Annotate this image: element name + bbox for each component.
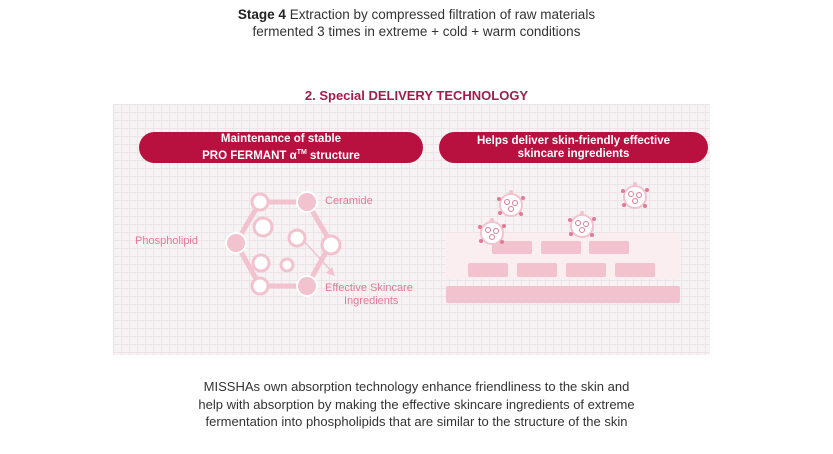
inner-circle xyxy=(281,259,293,271)
right-pill-line-2: skincare ingredients xyxy=(518,148,630,161)
skin-bottom-layer xyxy=(446,286,680,303)
section-title: 2. Special DELIVERY TECHNOLOGY xyxy=(0,88,833,103)
phospholipid-label: Phospholipid xyxy=(135,235,198,247)
effective-ingredients-label-line-1: Effective Skincare xyxy=(325,282,413,294)
ingredient-node xyxy=(297,276,317,296)
node-circle xyxy=(322,236,340,254)
right-pill-line-1: Helps deliver skin-friendly effective xyxy=(477,135,670,148)
ingredient-particle xyxy=(478,218,506,244)
description-line-3: fermentation into phospholipids that are… xyxy=(0,413,833,431)
stage-label: Stage 4 xyxy=(238,7,286,22)
left-pill-prefix: PRO FERMANT α xyxy=(202,149,297,161)
stage-line-1: Stage 4 Extraction by compressed filtrat… xyxy=(0,6,833,23)
stage-description: Stage 4 Extraction by compressed filtrat… xyxy=(0,6,833,40)
phospholipid-structure-diagram: Ceramide Phospholipid Effective Skincare… xyxy=(135,192,413,307)
left-pill-line-2: PRO FERMANT αTM structure xyxy=(202,146,360,163)
description-line-1: MISSHAs own absorption technology enhanc… xyxy=(0,378,833,396)
inner-circle xyxy=(254,218,272,236)
phospholipid-node xyxy=(226,233,246,253)
skin-layer-diagram xyxy=(446,182,680,303)
stable-structure-pill: Maintenance of stable PRO FERMANT αTM st… xyxy=(139,132,423,163)
stage-line-2: fermented 3 times in extreme + cold + wa… xyxy=(0,23,833,40)
inner-circle xyxy=(253,255,269,271)
ingredient-particle xyxy=(621,182,649,208)
skin-brick xyxy=(541,241,581,254)
stage-text: Extraction by compressed filtration of r… xyxy=(290,7,595,22)
arrow-head-icon xyxy=(326,267,335,276)
skin-delivery-pill: Helps deliver skin-friendly effective sk… xyxy=(439,132,708,163)
left-pill-line-1: Maintenance of stable xyxy=(221,133,341,146)
skin-brick xyxy=(615,263,655,277)
ceramide-node xyxy=(297,192,317,212)
effective-ingredients-label-line-2: Ingredients xyxy=(344,295,399,307)
description-line-2: help with absorption by making the effec… xyxy=(0,396,833,414)
ingredient-particle xyxy=(568,211,596,237)
skin-brick xyxy=(517,263,557,277)
skin-brick xyxy=(468,263,508,277)
node-circle xyxy=(252,194,268,210)
left-pill-suffix: structure xyxy=(307,149,360,161)
inner-circle xyxy=(289,230,305,246)
node-circle xyxy=(252,278,268,294)
skin-brick xyxy=(589,241,629,254)
trademark-mark: TM xyxy=(297,149,307,156)
skin-brick xyxy=(566,263,606,277)
ingredient-particle xyxy=(497,190,525,216)
ceramide-label: Ceramide xyxy=(325,195,373,207)
delivery-illustration: Ceramide Phospholipid Effective Skincare… xyxy=(113,165,710,355)
technology-description: MISSHAs own absorption technology enhanc… xyxy=(0,378,833,431)
hexagon-frame xyxy=(236,202,331,286)
